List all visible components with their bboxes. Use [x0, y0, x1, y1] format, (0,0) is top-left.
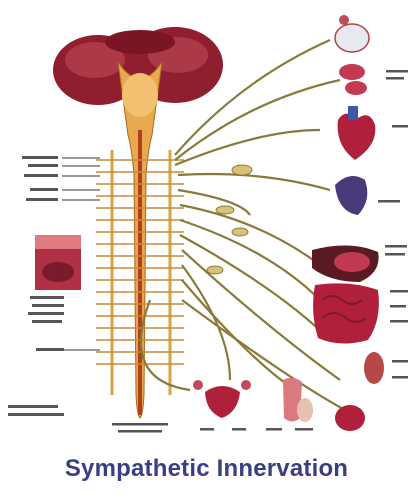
uterus	[205, 386, 240, 418]
brainstem	[122, 73, 158, 117]
lung	[335, 176, 367, 215]
kidney	[364, 352, 384, 384]
brain-top	[105, 30, 175, 54]
heart-vessel	[348, 106, 358, 120]
genitals-structure	[297, 398, 313, 422]
figure-caption: Sympathetic Innervation	[0, 455, 413, 483]
eye	[335, 24, 369, 52]
skin-sample-vessel	[42, 262, 74, 282]
salivary-gland-upper	[339, 64, 365, 80]
eye-muscle	[339, 15, 349, 25]
bladder	[335, 405, 365, 431]
ovary-right	[241, 380, 251, 390]
salivary-gland-lower	[345, 81, 367, 95]
label-placeholder-right	[378, 70, 408, 379]
ganglia	[207, 165, 252, 274]
intestines	[313, 283, 379, 343]
skin-sample-top	[35, 235, 81, 249]
label-placeholder-bottom	[112, 423, 313, 433]
heart	[338, 113, 376, 160]
ovary-left	[193, 380, 203, 390]
sympathetic-nervous-system-diagram	[0, 0, 413, 455]
stomach	[334, 252, 370, 272]
